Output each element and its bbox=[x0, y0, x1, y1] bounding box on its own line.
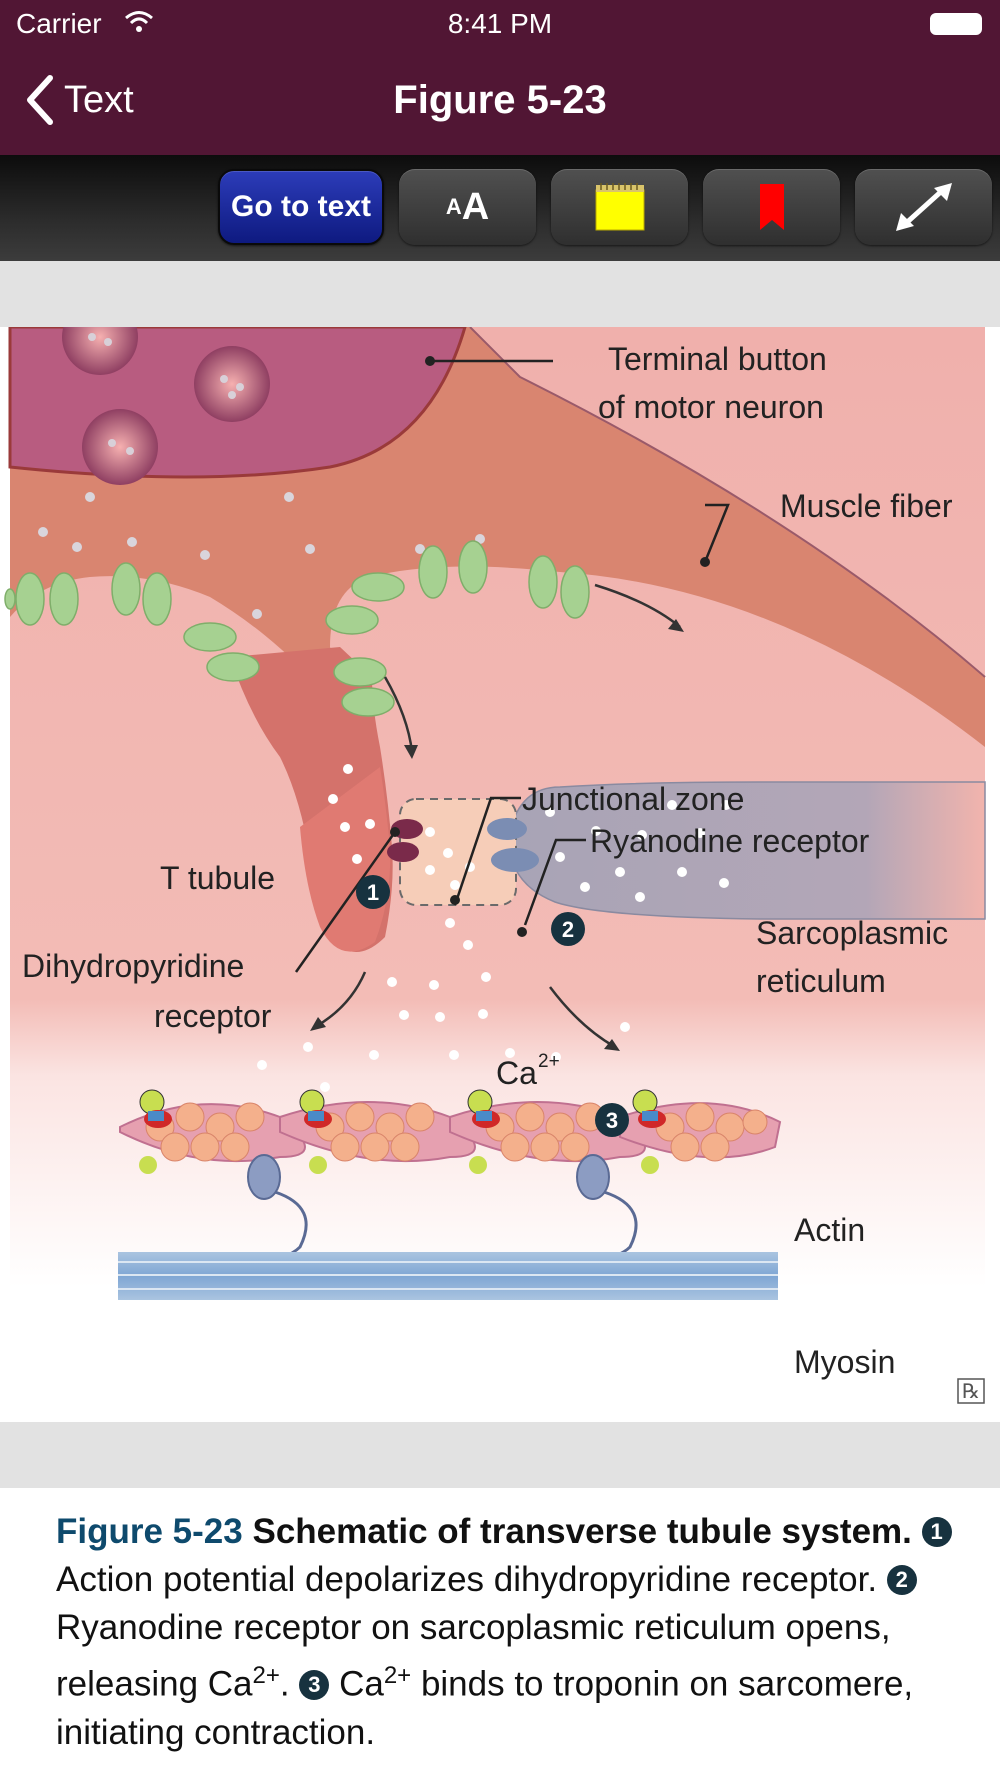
label-sarcoplasmic: Sarcoplasmic bbox=[756, 915, 948, 951]
fullscreen-button[interactable] bbox=[855, 169, 992, 245]
carrier-label: Carrier bbox=[16, 8, 102, 39]
caption-title: Schematic of transverse tubule system. bbox=[252, 1512, 912, 1551]
caption-step-3-badge: 3 bbox=[299, 1669, 330, 1700]
caption-step-2-badge: 2 bbox=[886, 1565, 917, 1595]
figure-caption: Figure 5-23 Schematic of transverse tubu… bbox=[56, 1508, 956, 1757]
label-terminal-button: Terminal button bbox=[608, 341, 827, 377]
nav-bar: Text Figure 5-23 bbox=[0, 50, 1000, 155]
clock: 8:41 PM bbox=[447, 8, 553, 39]
step-2-badge: 2 bbox=[562, 917, 574, 942]
label-muscle-fiber: Muscle fiber bbox=[780, 488, 953, 524]
label-reticulum: reticulum bbox=[756, 963, 886, 999]
label-ryanodine-receptor: Ryanodine receptor bbox=[590, 823, 870, 859]
caption-step-2-superscript: 2+ bbox=[252, 1662, 280, 1689]
caption-figure-number: Figure 5-23 bbox=[56, 1512, 243, 1551]
go-to-text-button[interactable]: Go to text bbox=[218, 169, 384, 245]
step-3-badge: 3 bbox=[606, 1108, 618, 1133]
step-1-badge: 1 bbox=[367, 880, 379, 905]
back-label: Text bbox=[64, 78, 134, 121]
label-dihydropyridine-line2: receptor bbox=[154, 998, 272, 1034]
note-button[interactable] bbox=[551, 169, 688, 245]
wifi-icon bbox=[125, 11, 153, 32]
caption-step-3-text: binds to troponin on sarcomere, initiati… bbox=[56, 1664, 914, 1752]
bookmark-button[interactable] bbox=[703, 169, 840, 245]
caption-step-2-text: Ryanodine receptor on sarcoplasmic retic… bbox=[56, 1608, 891, 1704]
rx-icon: ℞ bbox=[962, 1381, 980, 1403]
status-bar: Carrier 8:41 PM bbox=[0, 0, 1000, 50]
sticky-note-icon bbox=[595, 183, 644, 231]
font-size-icon: A bbox=[445, 194, 462, 219]
top-spacer bbox=[0, 261, 1000, 327]
caption-step-1-badge: 1 bbox=[921, 1517, 952, 1547]
t-tubule-diagram: 1 2 3 Terminal button of motor neuron Mu… bbox=[4, 299, 986, 1404]
figure-image: 1 2 3 Terminal button of motor neuron Mu… bbox=[0, 299, 1000, 1422]
label-myosin: Myosin bbox=[794, 1344, 895, 1380]
caption-step-1-text: Action potential depolarizes dihydropyri… bbox=[56, 1560, 878, 1599]
page-title: Figure 5-23 bbox=[393, 78, 607, 122]
label-terminal-button-line2: of motor neuron bbox=[598, 389, 824, 425]
step-badges bbox=[356, 875, 629, 1137]
label-calcium: Ca bbox=[496, 1055, 537, 1091]
caption-step-3-prefix: Ca bbox=[339, 1664, 384, 1704]
label-dihydropyridine: Dihydropyridine bbox=[22, 948, 244, 984]
battery-icon bbox=[930, 13, 982, 35]
caption-step-2-end: . bbox=[279, 1664, 290, 1704]
label-t-tubule: T tubule bbox=[160, 860, 275, 896]
label-junctional-zone: Junctional zone bbox=[522, 781, 744, 817]
back-button[interactable]: Text bbox=[24, 74, 134, 126]
chevron-left-icon bbox=[27, 75, 53, 125]
expand-arrows-icon bbox=[895, 183, 952, 231]
label-actin: Actin bbox=[794, 1212, 865, 1248]
label-calcium-superscript: 2+ bbox=[538, 1051, 560, 1072]
bottom-spacer bbox=[0, 1422, 1000, 1488]
caption-step-3-superscript: 2+ bbox=[383, 1662, 412, 1689]
bookmark-icon bbox=[759, 184, 784, 230]
